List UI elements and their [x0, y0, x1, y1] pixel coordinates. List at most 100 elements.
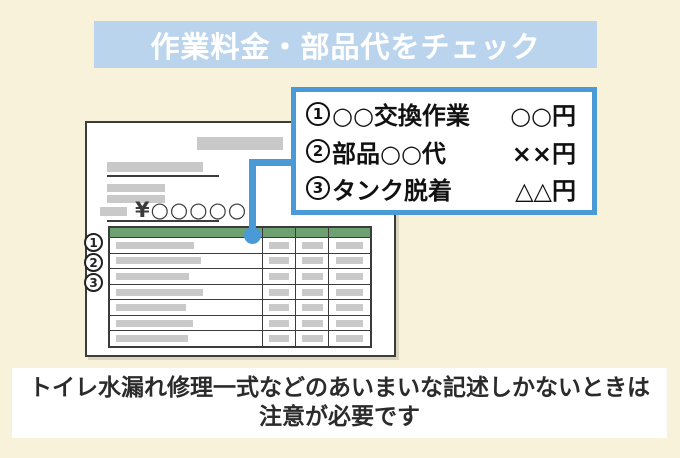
callout-connector-dot: [244, 227, 261, 244]
placeholder-bar: [116, 272, 189, 280]
fee-item-row: 1 ○○交換作業 ○○円: [306, 96, 576, 131]
invoice-header-cell: [296, 228, 329, 237]
placeholder-bar: [301, 288, 323, 296]
title-banner: 作業料金・部品代をチェック: [94, 21, 597, 68]
invoice-table-cell: [296, 284, 329, 300]
circled-number-icon: 2: [306, 139, 330, 163]
placeholder-bar: [336, 272, 363, 280]
placeholder-bar: [269, 272, 289, 280]
placeholder-bar: [301, 257, 323, 265]
invoice-table-row: [110, 315, 370, 332]
fee-item-row: 3 タンク脱着 △△円: [306, 171, 576, 206]
placeholder-bar: [301, 241, 323, 249]
invoice-title-placeholder: [197, 137, 283, 150]
invoice-rule-line: [107, 220, 219, 222]
placeholder-bar: [116, 304, 186, 312]
fee-item-text: 部品○○代: [332, 139, 446, 168]
placeholder-bar: [116, 319, 193, 327]
row-marker-circle: 1: [84, 233, 103, 252]
invoice-table-cell: [329, 316, 370, 331]
fee-item-amount: △△円: [515, 176, 576, 205]
fee-item-amount: ××円: [511, 139, 576, 168]
invoice-table-cell: [110, 253, 263, 269]
fee-item-text: ○○交換作業: [332, 102, 470, 131]
invoice-table-header: [110, 228, 370, 238]
placeholder-bar: [116, 257, 201, 265]
placeholder-bar: [301, 272, 323, 280]
invoice-header-cell: [110, 228, 263, 237]
invoice-table-cell: [110, 300, 263, 315]
callout-connector-horizontal: [252, 159, 292, 166]
fee-item-label: 2 部品○○代: [306, 134, 446, 169]
placeholder-bar: [301, 319, 323, 327]
invoice-table-cell: [296, 315, 329, 331]
callout-connector-vertical: [249, 159, 256, 237]
fee-item-text: タンク脱着: [332, 176, 452, 205]
fee-item-label: 1 ○○交換作業: [306, 96, 470, 131]
placeholder-bar: [116, 241, 194, 249]
invoice-header-cell: [329, 228, 370, 237]
caption-line-2: 注意が必要です: [259, 404, 420, 430]
row-marker-circle: 2: [84, 253, 103, 272]
invoice-table-cell: [263, 269, 296, 284]
invoice-table-cell: [296, 300, 329, 315]
placeholder-bar: [116, 288, 203, 296]
placeholder-bar: [269, 304, 289, 312]
placeholder-bar: [336, 319, 363, 327]
invoice-table-row: [110, 253, 370, 270]
fee-item-row: 2 部品○○代 ××円: [306, 134, 576, 169]
invoice-total-amount: ¥○○○○○: [135, 198, 248, 222]
placeholder-bar: [336, 257, 363, 265]
invoice-header-cell: [263, 228, 296, 237]
fee-item-amount: ○○円: [510, 102, 576, 131]
invoice-total-label-placeholder: [100, 207, 127, 216]
invoice-rule-line: [107, 175, 219, 177]
invoice-table-rows: [110, 238, 370, 347]
invoice-table-cell: [329, 254, 370, 269]
invoice-table-row: [110, 284, 370, 301]
placeholder-bar: [269, 257, 289, 265]
placeholder-bar: [301, 304, 323, 312]
invoice-table-row: [110, 269, 370, 285]
placeholder-bar: [269, 335, 289, 343]
placeholder-bar: [269, 241, 289, 249]
invoice-table-row: [110, 300, 370, 316]
invoice-table: [108, 226, 372, 348]
invoice-table-cell: [110, 284, 263, 300]
caption-strip: トイレ水漏れ修理一式などのあいまいな記述しかないときは 注意が必要です: [12, 368, 667, 438]
circled-number-icon: 1: [306, 101, 330, 126]
placeholder-bar: [336, 304, 363, 312]
row-marker-circle: 3: [84, 273, 103, 292]
invoice-table-cell: [296, 331, 329, 347]
invoice-table-cell: [296, 238, 329, 253]
invoice-table-cell: [110, 238, 263, 253]
invoice-table-cell: [329, 238, 370, 253]
invoice-table-cell: [263, 253, 296, 269]
invoice-table-cell: [263, 238, 296, 253]
invoice-table-cell: [263, 315, 296, 331]
invoice-table-cell: [263, 331, 296, 347]
invoice-name-placeholder: [107, 162, 203, 172]
placeholder-bar: [336, 241, 363, 249]
placeholder-bar: [269, 288, 289, 296]
invoice-text-placeholder: [107, 195, 165, 203]
invoice-table-cell: [263, 284, 296, 300]
invoice-table-cell: [110, 331, 263, 347]
placeholder-bar: [269, 319, 289, 327]
placeholder-bar: [301, 335, 323, 343]
invoice-table-cell: [329, 269, 370, 284]
invoice-table-cell: [296, 253, 329, 269]
page-title: 作業料金・部品代をチェック: [150, 29, 541, 64]
fee-callout-box: 1 ○○交換作業 ○○円 2 部品○○代 ××円 3 タンク脱着 △△円: [291, 87, 597, 215]
placeholder-bar: [116, 335, 188, 343]
invoice-table-row: [110, 331, 370, 347]
placeholder-bar: [336, 335, 363, 343]
invoice-table-cell: [329, 285, 370, 300]
invoice-table-cell: [296, 269, 329, 284]
fee-item-label: 3 タンク脱着: [306, 171, 452, 206]
invoice-table-cell: [263, 300, 296, 315]
invoice-table-cell: [110, 315, 263, 331]
invoice-table-cell: [110, 269, 263, 284]
invoice-text-placeholder: [107, 184, 165, 192]
